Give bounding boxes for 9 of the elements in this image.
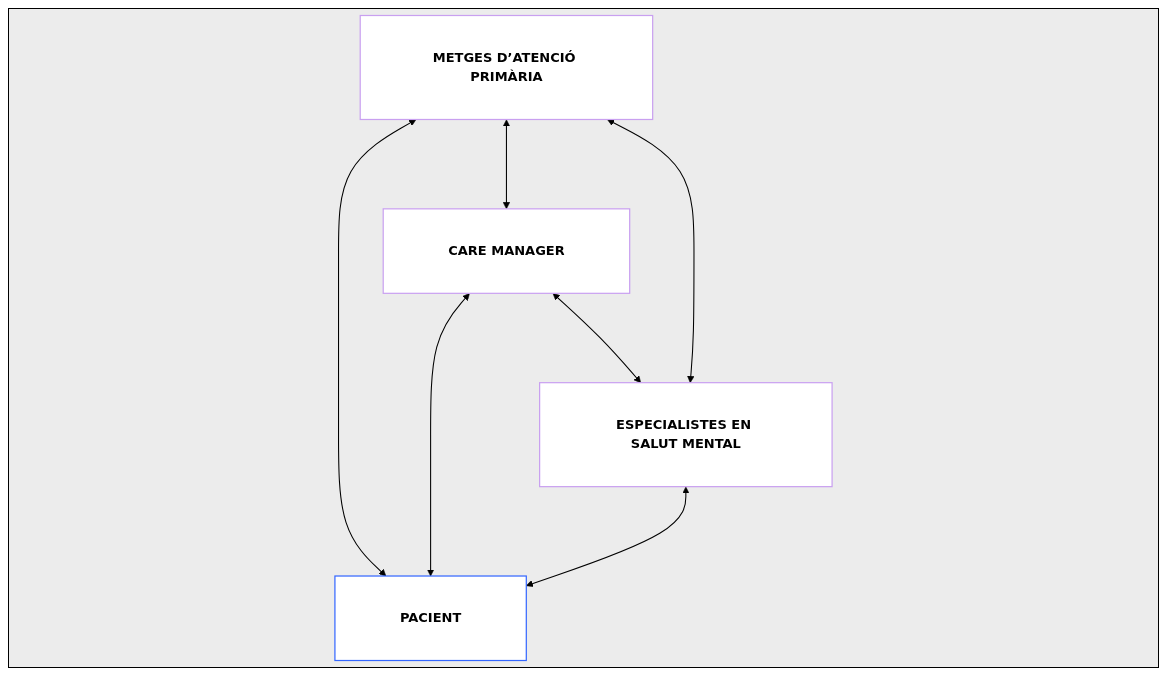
node-box: METGES D’ATENCIÓ PRIMÀRIA [359, 14, 654, 121]
node-box: ESPECIALISTES EN SALUT MENTAL [539, 382, 833, 488]
arrow [607, 119, 695, 383]
node-box: CARE MANAGER [382, 208, 631, 294]
arrow [338, 119, 417, 577]
arrow [552, 293, 641, 383]
arrow [502, 119, 510, 210]
arrow [427, 293, 470, 577]
node-box: PACIENT [334, 575, 527, 662]
